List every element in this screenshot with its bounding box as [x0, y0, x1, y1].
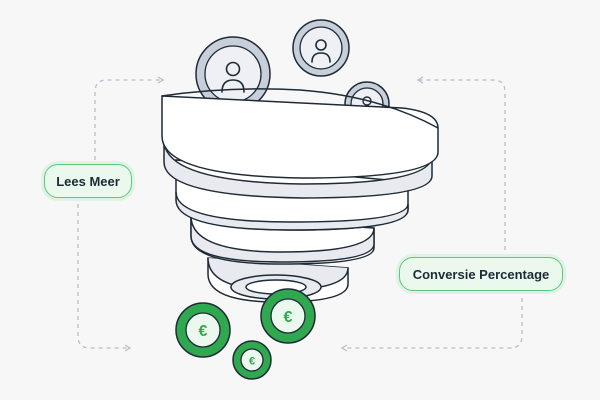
user-coin-top: [292, 19, 350, 77]
left-bottom-dashed-arrow: [77, 196, 132, 352]
user-icon: [221, 61, 245, 93]
right-top-dashed-arrow: [416, 76, 506, 258]
user-icon: [311, 39, 331, 63]
conversie-percentage-label: Conversie Percentage: [399, 257, 563, 291]
funnel-tier-1: [161, 88, 439, 179]
funnel: [161, 88, 439, 303]
funnel-tier-2: [163, 139, 433, 199]
left-top-dashed-arrow: [94, 76, 165, 168]
euro-coin-small: €: [232, 340, 272, 380]
right-bottom-dashed-arrow: [340, 290, 523, 352]
euro-coin-left: €: [175, 302, 231, 358]
user-coin-large: [195, 36, 271, 112]
euro-coin-right: €: [260, 288, 316, 344]
euro-icon: €: [284, 309, 293, 326]
lees-meer-label: Lees Meer: [44, 164, 132, 198]
euro-icon: €: [199, 323, 208, 340]
euro-icon: €: [249, 356, 255, 368]
